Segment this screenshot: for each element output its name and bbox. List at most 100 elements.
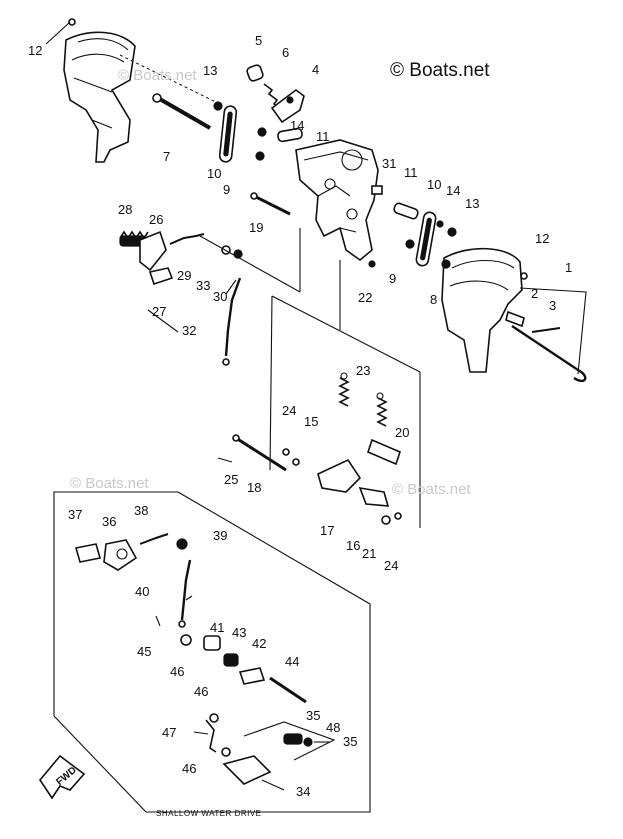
clip-24-lower [381, 515, 391, 525]
part-label: 10 [207, 166, 221, 181]
part-label: 20 [395, 425, 409, 440]
pin-45 [155, 615, 161, 627]
part-label: 30 [213, 289, 227, 304]
part-label: 36 [102, 514, 116, 529]
leader-lines [147, 279, 330, 791]
part-label: 18 [247, 480, 261, 495]
part-label: 19 [249, 220, 263, 235]
part-label: 41 [210, 620, 224, 635]
part-label: 1 [565, 260, 572, 275]
left-clamp-bracket [63, 18, 136, 163]
rod-32 [224, 277, 242, 357]
washer-46-b [209, 713, 219, 723]
lever-36 [103, 539, 138, 571]
tilt-rod-1 [511, 287, 587, 383]
lever-17 [317, 458, 362, 493]
part-label: 9 [223, 182, 230, 197]
part-labels: 1 2 3 4 5 6 7 8 9 9 10 10 11 11 12 12 13… [28, 33, 572, 799]
part-label: 6 [282, 45, 289, 60]
part-label: 15 [304, 414, 318, 429]
spring-23 [338, 372, 388, 427]
boats-net-faint-watermark: © Boats.net [118, 67, 197, 84]
part-label: 38 [134, 503, 148, 518]
friction-plate-4 [270, 89, 305, 124]
part-label: 31 [382, 156, 396, 171]
rod-40 [180, 559, 192, 621]
part-label: 21 [362, 546, 376, 561]
part-label: 40 [135, 584, 149, 599]
part-label: 4 [312, 62, 319, 77]
plate-21 [358, 486, 390, 507]
part-label: 11 [404, 165, 418, 180]
part-label: 47 [162, 725, 176, 740]
part-label: 7 [163, 149, 170, 164]
part-label: 29 [177, 268, 191, 283]
pin-47 [205, 719, 217, 753]
boats-net-watermark: © Boats.net [390, 60, 490, 81]
bolt-19 [250, 192, 291, 216]
long-bolt-7 [152, 93, 211, 130]
part-label: 34 [296, 784, 310, 799]
bolt-31 [371, 185, 383, 195]
part-label: 35 [306, 708, 320, 723]
part-label: 28 [118, 202, 132, 217]
bolt-11-left [277, 127, 303, 143]
clip-24-upper [282, 448, 290, 456]
part-label: 46 [182, 761, 196, 776]
right-clamp-bracket [441, 247, 528, 373]
part-label: 13 [203, 63, 217, 78]
collar-41 [203, 635, 221, 651]
plate-27 [148, 267, 174, 286]
part-label: 44 [285, 654, 299, 669]
pin-3 [531, 327, 561, 333]
nut-35 [303, 737, 313, 747]
subassembly-frame-top [53, 491, 178, 716]
part-label: 2 [531, 286, 538, 301]
washer-13-right [447, 227, 457, 237]
nut-9-right [405, 239, 415, 249]
part-label: 13 [465, 196, 479, 211]
part-label: 11 [316, 129, 330, 144]
part-label: 46 [194, 684, 208, 699]
part-label: 10 [427, 177, 441, 192]
boats-net-faint-watermark: © Boats.net [392, 481, 471, 498]
part-label: 17 [320, 523, 334, 538]
shallow-water-drive-caption: SHALLOW WATER DRIVE [156, 809, 262, 818]
part-label: 46 [170, 664, 184, 679]
plate-37 [74, 543, 102, 563]
boats-net-faint-watermark: © Boats.net [70, 475, 149, 492]
part-label: 39 [213, 528, 227, 543]
bolt-18 [235, 436, 287, 472]
part-label: 25 [224, 472, 238, 487]
washer-14-left [257, 127, 267, 137]
lever-26 [139, 230, 167, 272]
part-label: 45 [137, 644, 151, 659]
part-label: 37 [68, 507, 82, 522]
part-label: 16 [346, 538, 360, 553]
leader-line-left [199, 235, 301, 293]
washer-15 [292, 458, 300, 466]
pin-25 [217, 457, 233, 463]
part-label: 24 [282, 403, 296, 418]
link-bar-left [218, 105, 238, 163]
part-label: 24 [384, 558, 398, 573]
part-label: 26 [149, 212, 163, 227]
rod-38 [139, 533, 169, 545]
washer-14-right [436, 220, 444, 228]
washer-46-c [221, 747, 231, 757]
rod-29 [169, 233, 205, 245]
washer-13-left [213, 101, 223, 111]
part-label: 14 [446, 183, 460, 198]
bolt-11-right [393, 202, 419, 220]
part-label: 3 [549, 298, 556, 313]
part-label: 32 [182, 323, 196, 338]
nut-9-left [255, 151, 265, 161]
spring-48 [283, 733, 303, 745]
part-label: 22 [358, 290, 372, 305]
subassembly-frame [53, 491, 371, 813]
swivel-bracket [295, 139, 379, 262]
part-label: 12 [28, 43, 42, 58]
nut-39 [176, 538, 188, 550]
